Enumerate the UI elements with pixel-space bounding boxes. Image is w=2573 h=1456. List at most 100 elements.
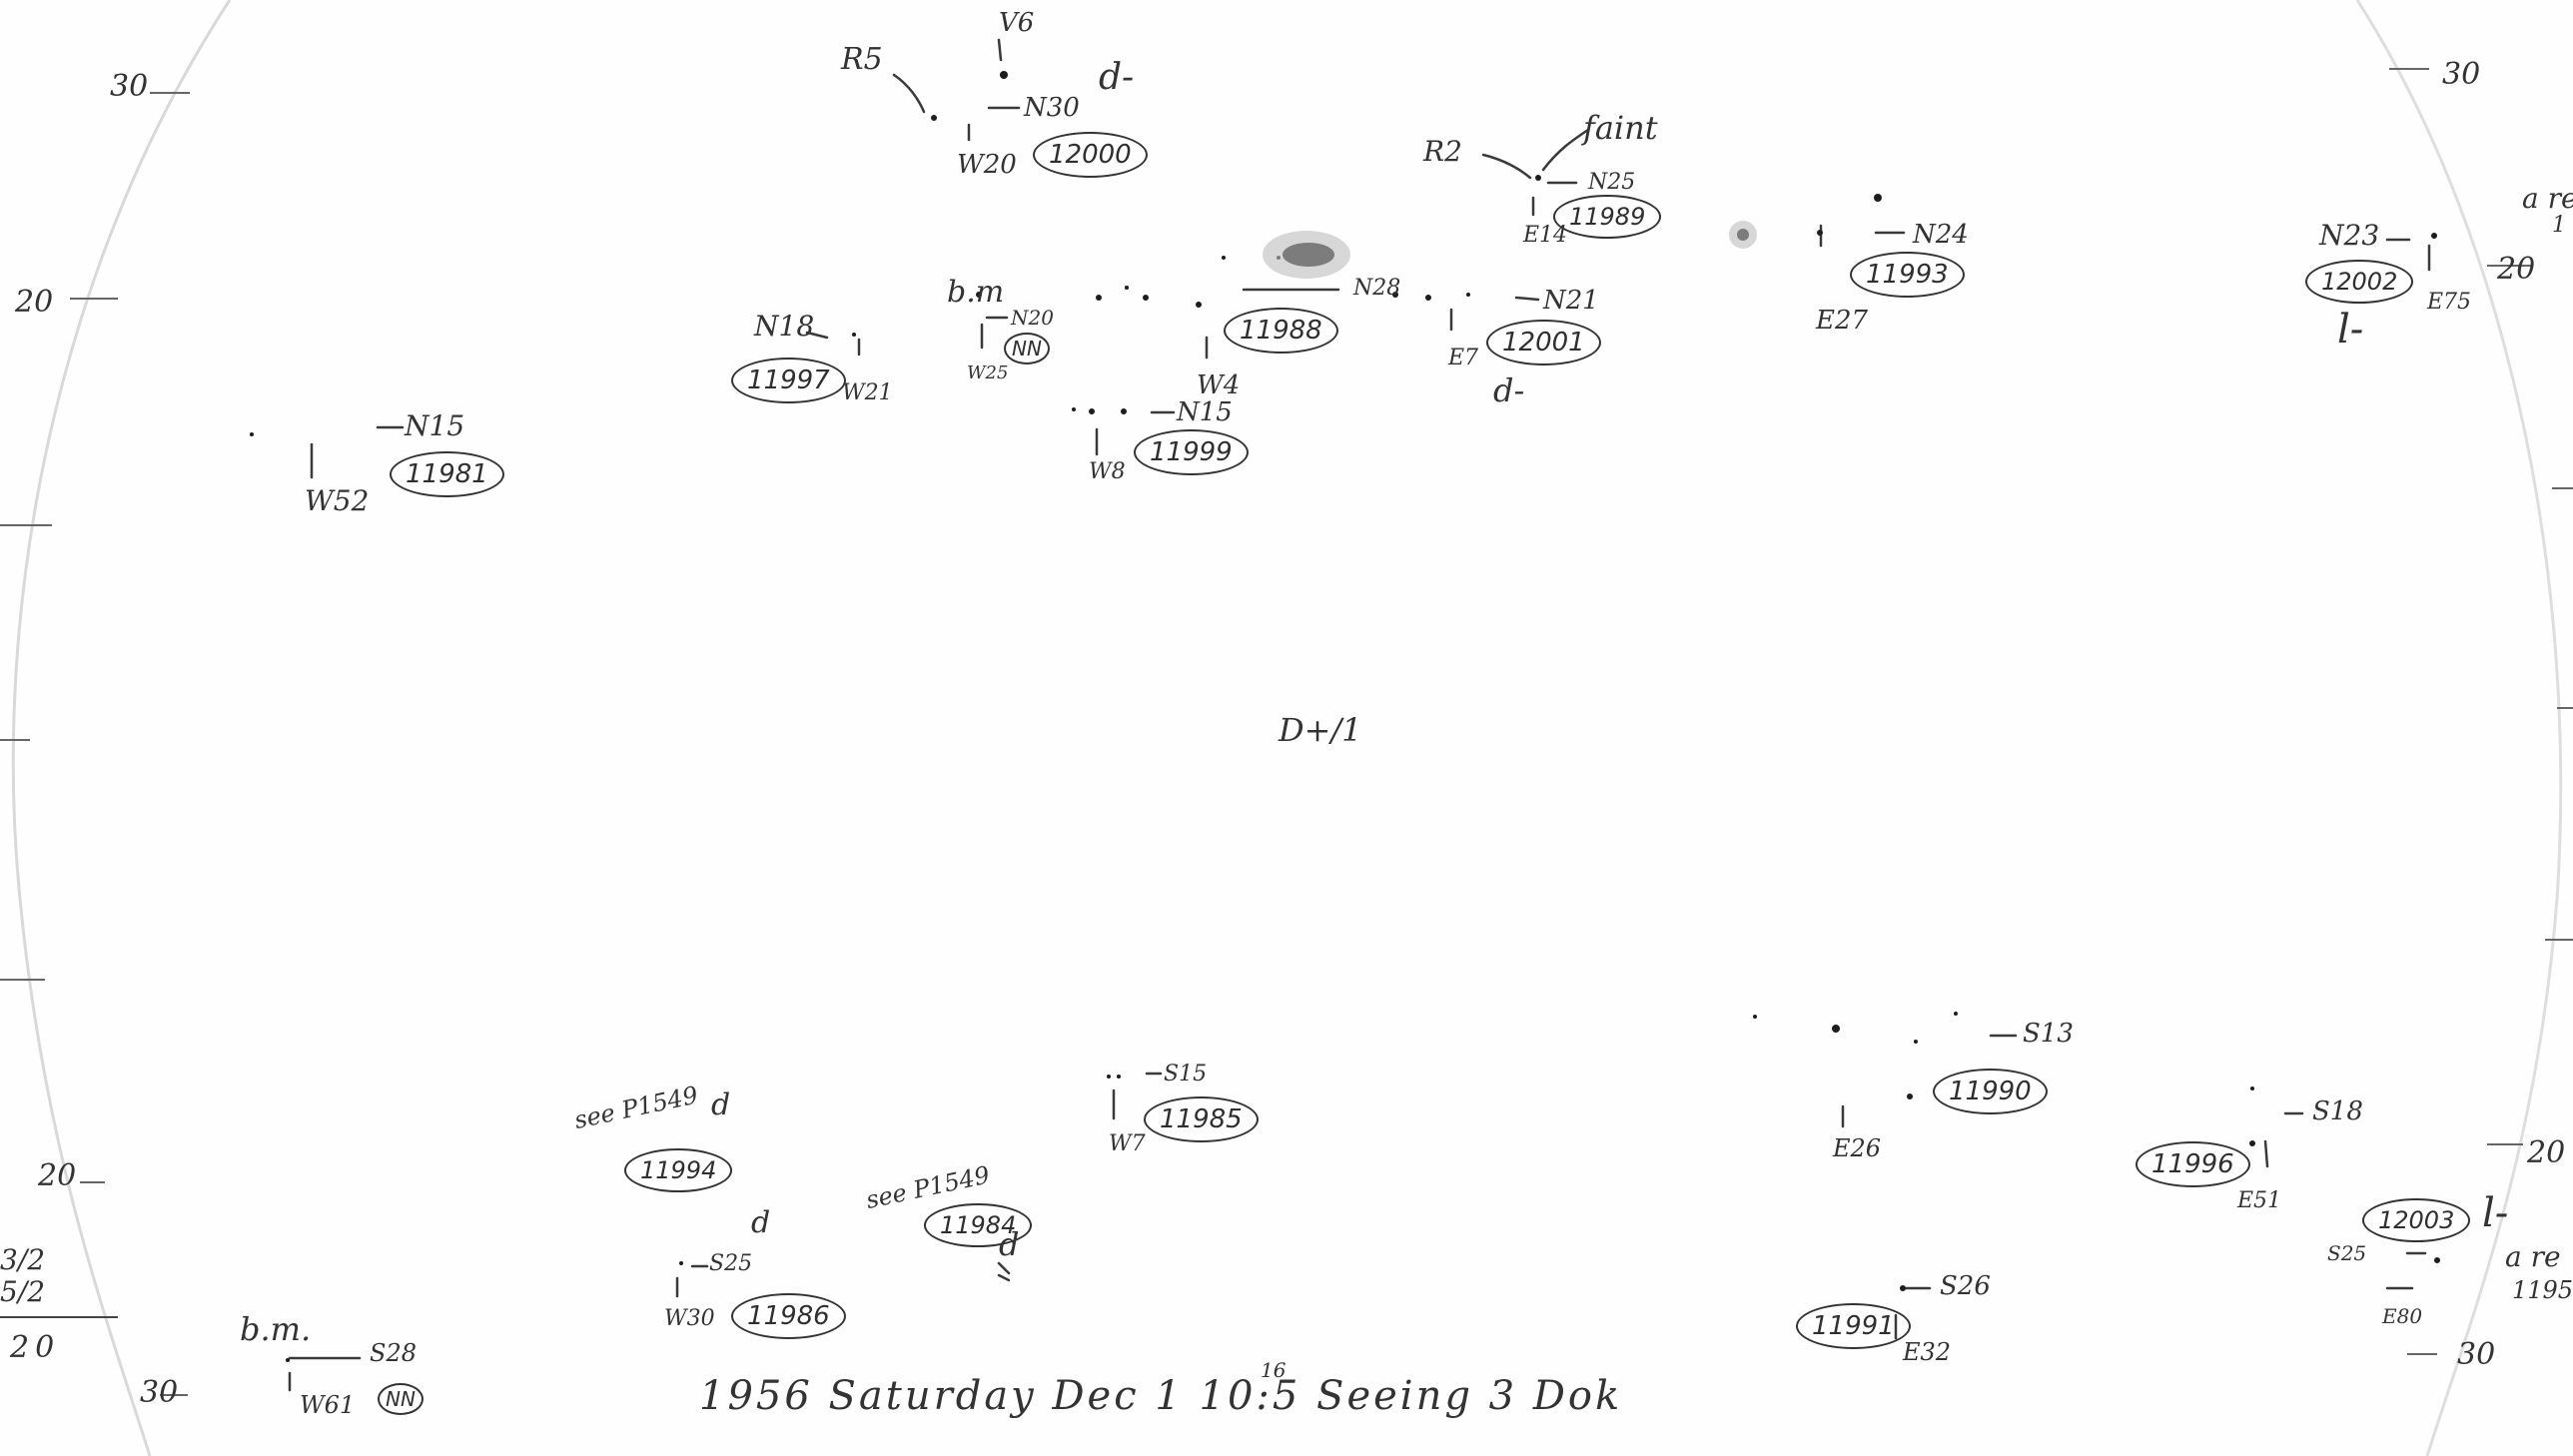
grid-label: 30 (2457, 1337, 2496, 1372)
label-e27: E27 (1816, 306, 1869, 336)
label-e7: E7 (1448, 346, 1479, 370)
label-w25: W25 (967, 363, 1009, 383)
region-number-11990: 11990 (1933, 1069, 2048, 1114)
grid-tick (2487, 265, 2532, 267)
label-w20: W20 (957, 150, 1017, 180)
label-d: d (751, 1205, 771, 1240)
label-w8: W8 (1089, 459, 1126, 484)
region-number-11991: 11991 (1796, 1303, 1911, 1349)
grid-tick (0, 979, 45, 981)
label-w52: W52 (305, 484, 370, 517)
label-d: d- (1099, 57, 1135, 98)
margin-note-left: 5/2 (0, 1275, 46, 1308)
grid-tick (2545, 939, 2573, 941)
region-number-12003: 12003 (2362, 1198, 2471, 1242)
margin-note-right: a re (2505, 1240, 2561, 1273)
grid-label: 30 (110, 69, 149, 104)
margin-note-left: 20 (10, 1330, 61, 1365)
grid-label: 30 (2442, 57, 2481, 92)
region-number-11984: 11984 (924, 1203, 1033, 1247)
grid-tick (2557, 707, 2573, 709)
label-d: d- (1493, 371, 1525, 409)
label-e80: E80 (2382, 1304, 2423, 1328)
region-number-11993: 11993 (1850, 252, 1965, 298)
label-s26: S26 (1940, 1271, 1991, 1301)
disk-center-mark: D+/1 (1279, 711, 1362, 749)
grid-tick (80, 1181, 105, 1183)
region-number-11986: 11986 (731, 1293, 846, 1339)
label-bm: b.m (947, 275, 1005, 310)
label-s18: S18 (2312, 1096, 2363, 1126)
grid-label: 20 (38, 1158, 77, 1193)
label-n15: N15 (405, 409, 465, 442)
region-number-11981: 11981 (390, 451, 504, 497)
label-d: d (999, 1225, 1020, 1263)
margin-note-left: 3/2 (0, 1243, 46, 1276)
region-number-11996: 11996 (2136, 1141, 2250, 1187)
grid-label: 30 (140, 1375, 179, 1410)
grid-label: 20 (15, 285, 54, 320)
label-r5: R5 (841, 42, 883, 77)
region-number-12000: 12000 (1033, 132, 1148, 178)
label-d: d (711, 1088, 731, 1122)
leader-lines (288, 38, 2431, 1392)
label-n28: N28 (1353, 276, 1401, 301)
observation-footer-note: 1956 Saturday Dec 1 10:5 Seeing 3 Dok (699, 1373, 1623, 1419)
label-s15: S15 (1164, 1062, 1208, 1087)
footer-superscript: 16 (1261, 1358, 1286, 1382)
grid-tick (150, 92, 190, 94)
region-number-11985: 11985 (1144, 1096, 1259, 1142)
label-l: l- (2482, 1190, 2509, 1236)
region-number-nn: NN (1004, 333, 1050, 364)
label-n30: N30 (1024, 93, 1080, 123)
region-number-11997: 11997 (731, 358, 846, 403)
region-number-nn: NN (378, 1383, 424, 1415)
label-n25: N25 (1588, 170, 1636, 195)
grid-tick (2487, 1143, 2523, 1145)
label-s25: S25 (709, 1251, 753, 1276)
label-w30: W30 (664, 1306, 715, 1331)
label-e51: E51 (2237, 1188, 2282, 1213)
label-w61: W61 (300, 1391, 356, 1419)
label-s28: S28 (370, 1339, 417, 1367)
label-l: l- (2337, 307, 2364, 353)
grid-tick (2407, 1353, 2437, 1355)
region-number-11988: 11988 (1224, 308, 1338, 354)
label-n15: N15 (1177, 397, 1233, 427)
grid-tick (2389, 68, 2429, 70)
label-n23: N23 (2319, 219, 2380, 252)
label-n21: N21 (1543, 286, 1599, 316)
grid-label: 20 (2527, 1135, 2566, 1170)
penumbra-shading (1263, 221, 1757, 279)
disk-limb-right (2355, 0, 2563, 1456)
grid-tick (70, 298, 118, 300)
label-e14: E14 (1523, 223, 1568, 248)
margin-note-right: a re (2522, 182, 2573, 215)
label-v6: V6 (999, 8, 1035, 38)
label-e32: E32 (1903, 1338, 1952, 1366)
margin-note-right: 1195 (2512, 1276, 2573, 1304)
grid-tick (0, 524, 52, 526)
grid-tick (2552, 487, 2573, 489)
label-bm: b.m. (240, 1310, 312, 1348)
grid-tick (160, 1394, 188, 1396)
margin-rule-left (0, 1316, 118, 1318)
region-number-11994: 11994 (624, 1148, 733, 1192)
label-w7: W7 (1109, 1131, 1146, 1156)
label-s13: S13 (2023, 1019, 2074, 1049)
region-number-12002: 12002 (2305, 260, 2414, 304)
label-w21: W21 (842, 380, 893, 405)
region-number-11999: 11999 (1134, 429, 1249, 475)
label-n18: N18 (754, 310, 815, 343)
region-number-11989: 11989 (1553, 195, 1662, 239)
disk-limb-left (11, 0, 232, 1456)
label-n20: N20 (1011, 306, 1054, 330)
grid-tick (0, 739, 30, 741)
label-e75: E75 (2427, 290, 2472, 315)
label-r2: R2 (1423, 135, 1462, 168)
label-w4: W4 (1197, 370, 1241, 400)
label-e26: E26 (1833, 1134, 1882, 1162)
grid-label: 20 (2497, 252, 2536, 287)
